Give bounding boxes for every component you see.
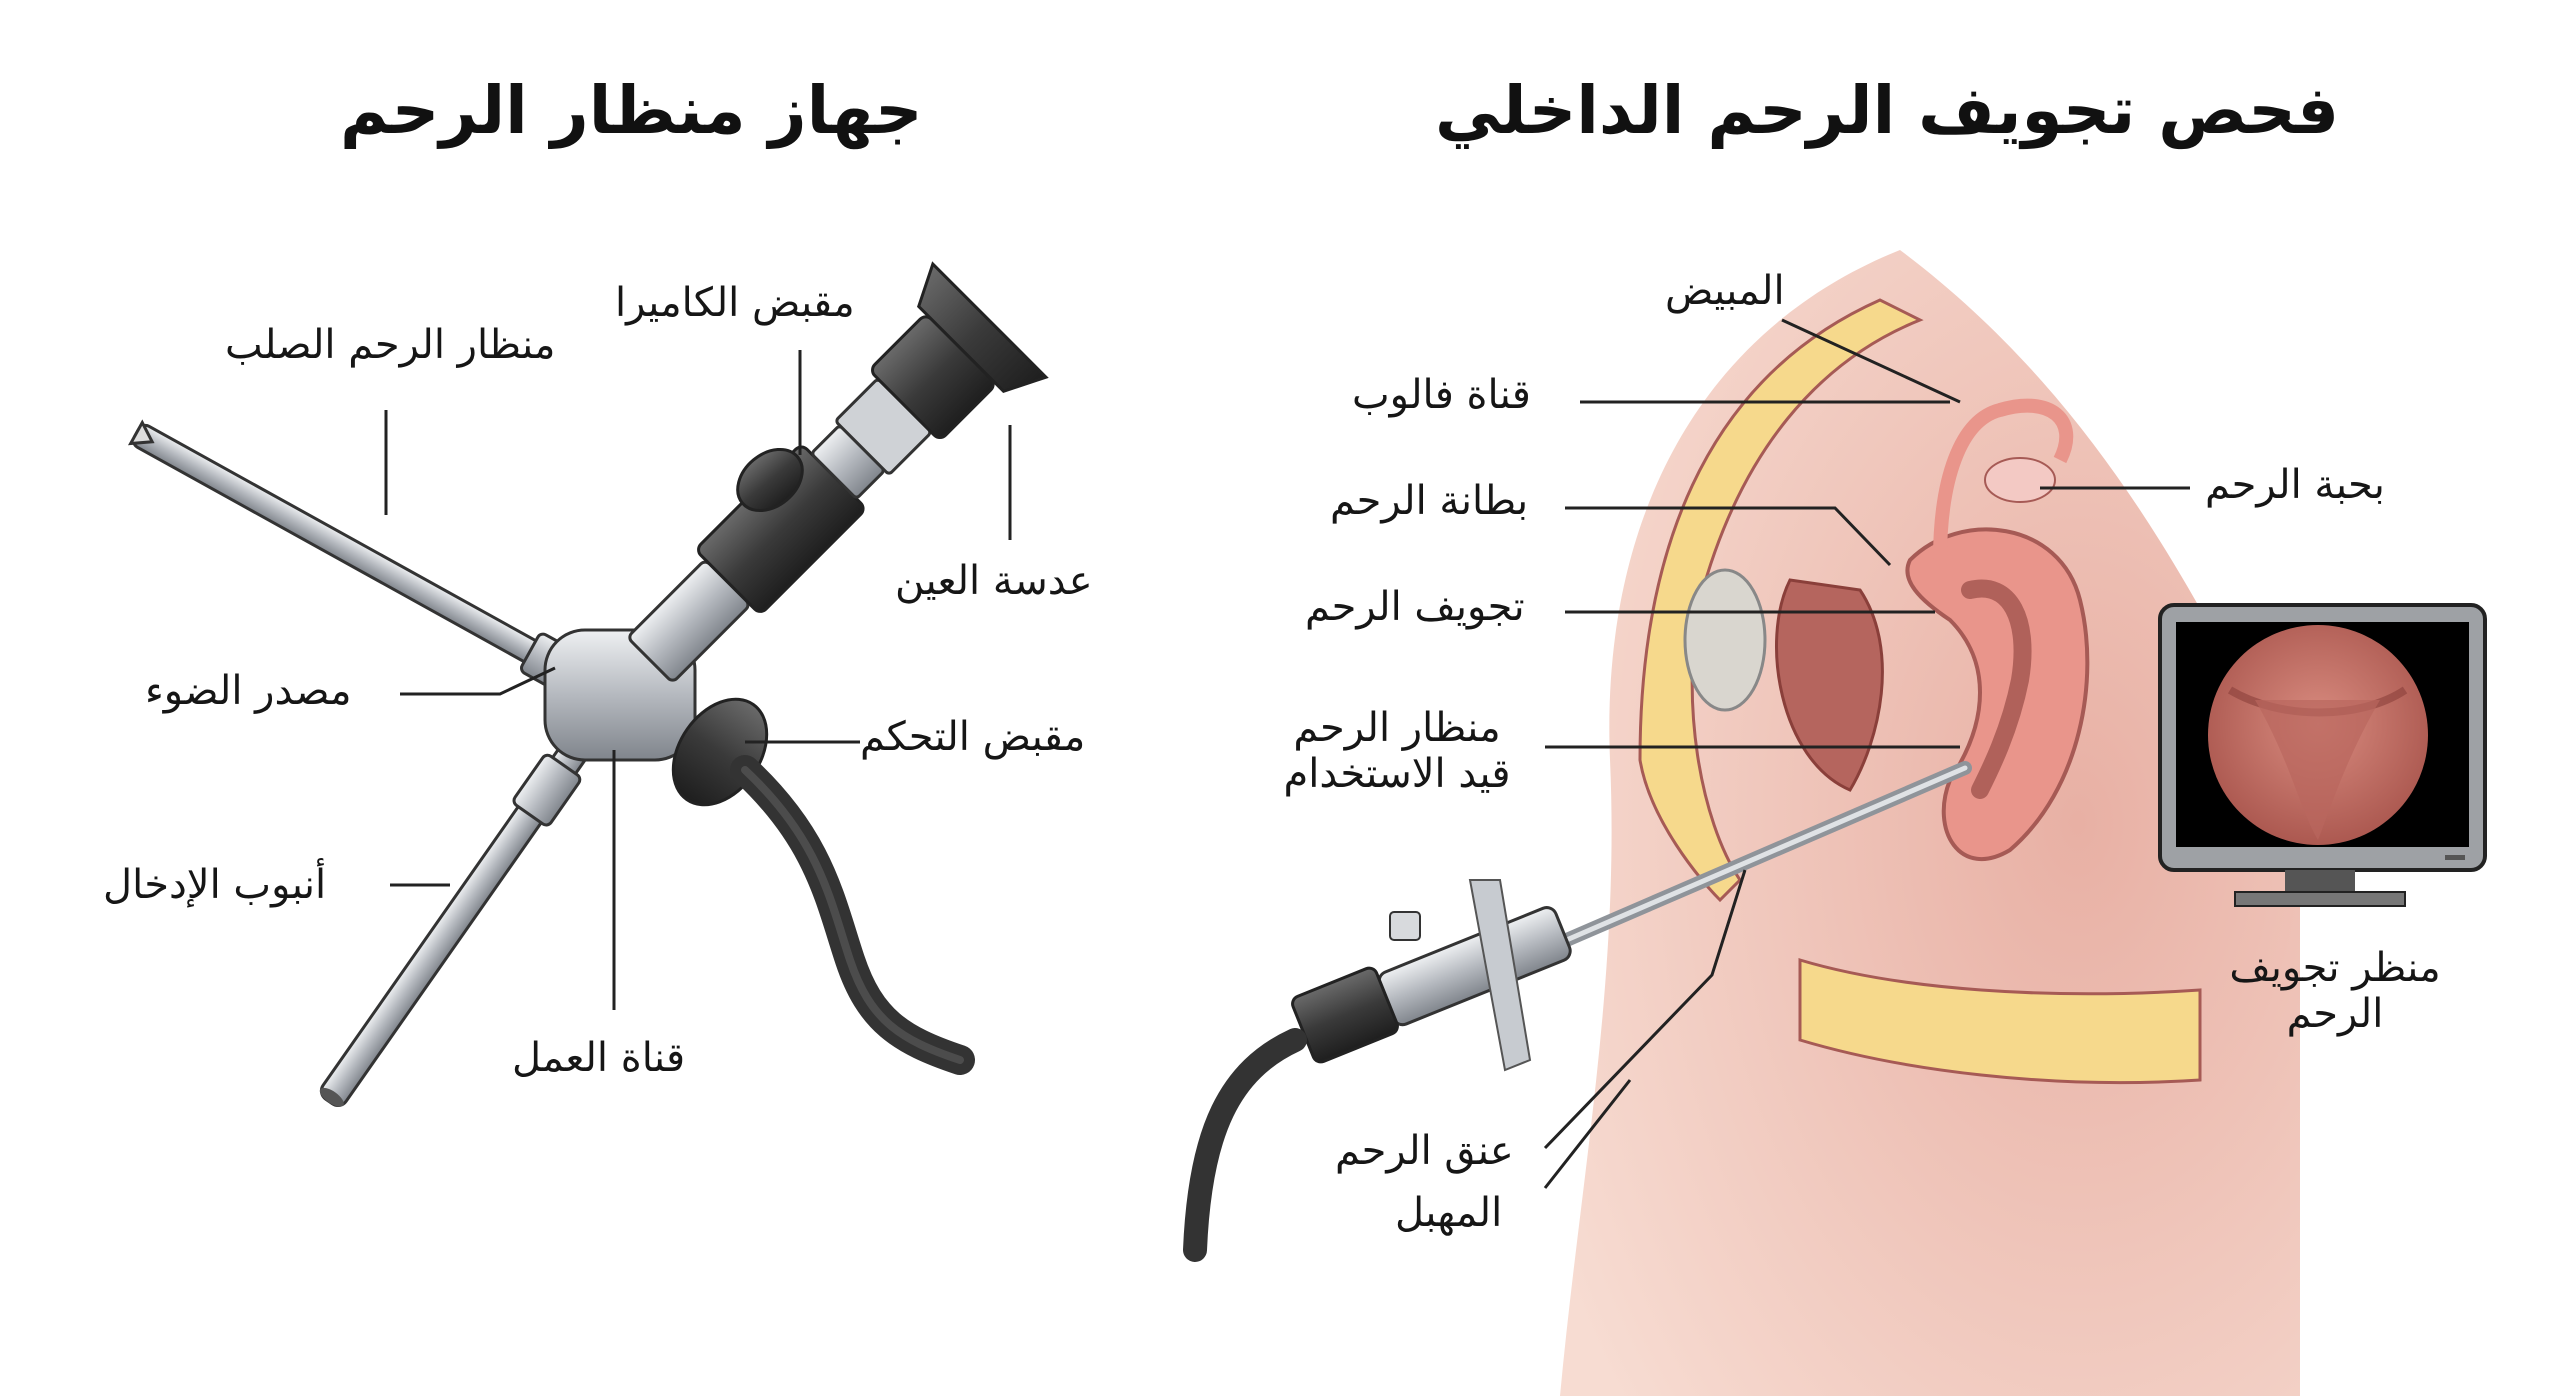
camera-knob xyxy=(736,447,804,513)
label-working-channel: قناة العمل xyxy=(512,1035,686,1081)
label-uterine-cavity: تجويف الرحم xyxy=(1305,584,1525,630)
optic-body xyxy=(628,261,1049,682)
label-ovary: المبيض xyxy=(1665,268,1785,314)
label-camera-handle: مقبض الكاميرا xyxy=(615,280,855,326)
label-monitor-view-line1: منظر تجويف xyxy=(2229,945,2441,991)
label-control-handle: مقبض التحكم xyxy=(860,714,1086,760)
label-hysteroscope-in-use-line2: قيد الاستخدام xyxy=(1283,751,1511,797)
label-light-source: مصدر الضوء xyxy=(145,668,352,714)
label-uterine-fundus: بحبة الرحم xyxy=(2205,462,2385,508)
label-fallopian-tube: قناة فالوب xyxy=(1352,372,1531,418)
hysteroscope-in-use-handle xyxy=(1291,879,1572,1072)
label-eyepiece: عدسة العين xyxy=(895,558,1093,604)
left-panel-title: جهاز منظار الرحم xyxy=(340,72,923,149)
label-endometrium: بطانة الرحم xyxy=(1330,478,1529,524)
rigid-sheath xyxy=(127,419,584,695)
label-rigid-hysteroscope: منظار الرحم الصلب xyxy=(225,322,556,368)
label-cervix: عنق الرحم xyxy=(1335,1128,1514,1174)
label-hysteroscope-in-use-line1: منظار الرحم xyxy=(1293,705,1501,751)
hysteroscopy-monitor xyxy=(2158,603,2487,907)
label-hysteroscope-in-use: منظار الرحم قيد الاستخدام xyxy=(1252,705,1542,797)
right-leader-lines xyxy=(1543,318,2190,1189)
right-panel-title: فحص تجويف الرحم الداخلي xyxy=(1435,72,2340,149)
left-leader-lines xyxy=(384,350,1012,1010)
label-monitor-view: منظر تجويف الرحم xyxy=(2200,945,2470,1037)
label-insertion-tube: أنبوب الإدخال xyxy=(103,862,327,908)
hysteroscope-device-illustration xyxy=(127,261,1049,1107)
label-vagina: المهبل xyxy=(1395,1190,1503,1236)
label-monitor-view-line2: الرحم xyxy=(2286,991,2384,1037)
pelvic-anatomy-illustration xyxy=(1183,250,2487,1396)
